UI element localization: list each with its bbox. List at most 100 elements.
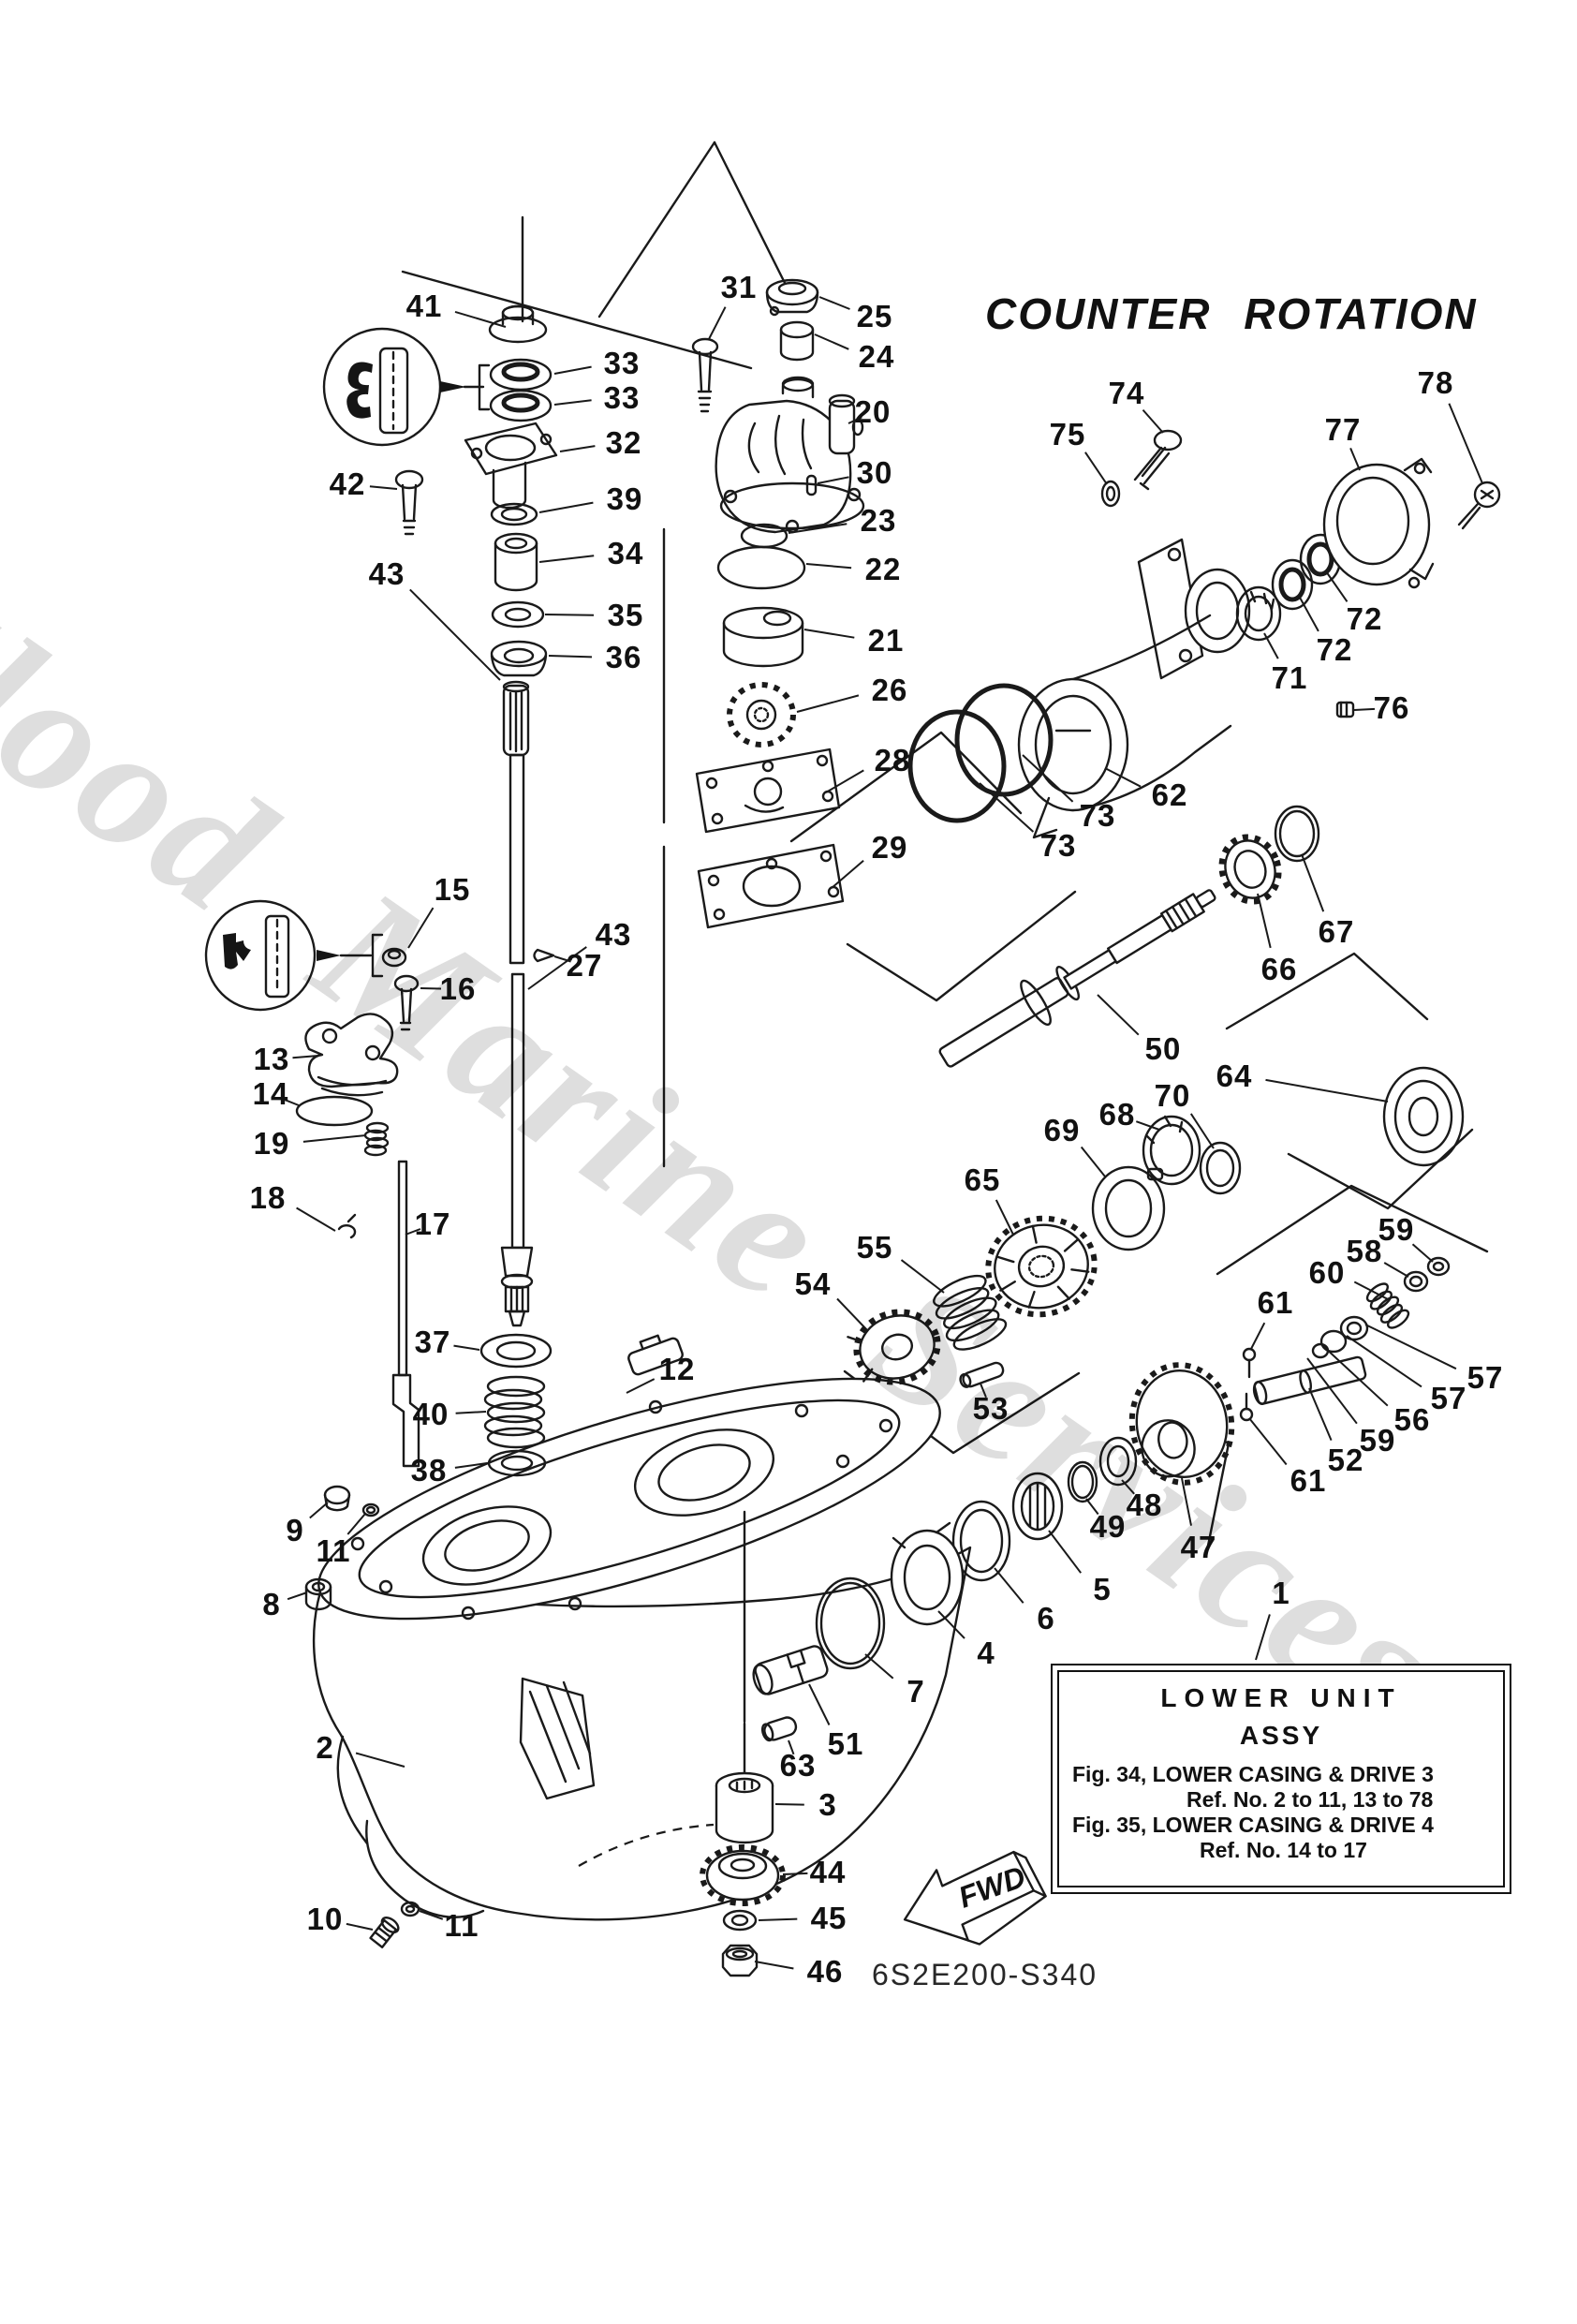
callout-65: 65 <box>964 1162 1001 1197</box>
leader-21 <box>803 629 855 639</box>
leader-45 <box>758 1917 798 1921</box>
leader-17 <box>405 1228 421 1236</box>
leader-75 <box>1084 451 1108 485</box>
callout-48: 48 <box>1126 1488 1163 1522</box>
callout-10: 10 <box>306 1902 344 1936</box>
leader-78 <box>1448 403 1483 484</box>
leader-63 <box>788 1739 795 1755</box>
leader-44 <box>782 1872 808 1875</box>
forward-gear-group <box>752 1362 1235 1742</box>
water-pump-assembly <box>691 278 865 929</box>
callout-27: 27 <box>566 948 603 983</box>
leader-11 <box>419 1910 444 1920</box>
callout-51: 51 <box>827 1726 864 1761</box>
callout-43: 43 <box>368 556 405 591</box>
callout-32: 32 <box>605 425 642 460</box>
callout-33: 33 <box>603 380 641 415</box>
callout-30: 30 <box>856 455 893 490</box>
callout-16: 16 <box>439 971 477 1006</box>
leader-31 <box>708 306 727 340</box>
leader-32 <box>559 445 596 452</box>
leader-59 <box>1411 1243 1434 1263</box>
callout-38: 38 <box>410 1453 448 1488</box>
leader-65 <box>995 1199 1014 1236</box>
leader-20 <box>847 416 862 424</box>
callout-56: 56 <box>1393 1402 1431 1437</box>
casing-hardware <box>304 1485 420 1949</box>
callout-11: 11 <box>444 1908 479 1943</box>
callout-39: 39 <box>606 481 643 516</box>
callout-14: 14 <box>252 1076 289 1111</box>
callout-50: 50 <box>1144 1031 1182 1066</box>
callout-64: 64 <box>1216 1058 1253 1093</box>
callout-11: 11 <box>316 1533 351 1568</box>
inset-detail-2 <box>204 899 407 1012</box>
leader-27 <box>553 955 571 963</box>
info-box-inner-border: LOWER UNIT ASSY Fig. 34, LOWER CASING & … <box>1057 1670 1505 1887</box>
lower-casing <box>312 1377 972 1921</box>
leader-61 <box>1250 1322 1266 1350</box>
callout-9: 9 <box>286 1513 304 1547</box>
callout-59: 59 <box>1378 1212 1415 1247</box>
callout-61: 61 <box>1257 1285 1294 1320</box>
callout-41: 41 <box>405 289 443 323</box>
leader-10 <box>346 1922 374 1931</box>
shift-cam-group <box>295 948 555 1468</box>
leader-33 <box>553 399 592 406</box>
leader-76 <box>1353 707 1376 711</box>
leader-25 <box>818 296 850 310</box>
callout-20: 20 <box>854 394 892 429</box>
leader-30 <box>817 476 849 484</box>
callout-73: 73 <box>1039 828 1077 863</box>
callout-21: 21 <box>867 623 905 658</box>
callout-4: 4 <box>977 1636 995 1670</box>
leader-34 <box>538 555 595 563</box>
leader-3 <box>774 1803 804 1806</box>
leader-8 <box>287 1591 308 1601</box>
callout-44: 44 <box>809 1855 847 1889</box>
leader-36 <box>548 655 593 659</box>
callout-40: 40 <box>412 1397 450 1431</box>
leader-26 <box>796 694 860 713</box>
callout-5: 5 <box>1093 1572 1112 1606</box>
propshaft-group <box>847 805 1465 1388</box>
callout-52: 52 <box>1327 1443 1364 1477</box>
callout-63: 63 <box>779 1748 817 1783</box>
callout-46: 46 <box>806 1954 844 1989</box>
callout-36: 36 <box>605 640 642 674</box>
leader-56 <box>1323 1346 1389 1407</box>
fwd-arrow: FWD <box>903 1850 1047 1946</box>
callout-70: 70 <box>1154 1078 1191 1113</box>
leader-28 <box>825 769 864 793</box>
leader-74 <box>1142 408 1164 434</box>
leader-46 <box>754 1961 794 1970</box>
leader-40 <box>455 1411 487 1414</box>
info-line-assy: ASSY <box>1239 1721 1323 1750</box>
leader-72 <box>1298 595 1319 632</box>
leader-43 <box>527 946 587 990</box>
leader-15 <box>407 907 435 949</box>
callout-53: 53 <box>972 1391 1010 1426</box>
leader-22 <box>805 563 852 570</box>
inset-detail-1 <box>322 327 491 447</box>
leader-68 <box>1135 1120 1160 1131</box>
callout-47: 47 <box>1180 1530 1217 1564</box>
callout-60: 60 <box>1308 1255 1346 1290</box>
info-line-fig34: Fig. 34, LOWER CASING & DRIVE 3 <box>1072 1762 1434 1786</box>
callout-69: 69 <box>1043 1113 1081 1147</box>
leader-48 <box>1121 1479 1135 1495</box>
leader-19 <box>302 1134 367 1143</box>
callout-77: 77 <box>1324 412 1362 447</box>
callout-78: 78 <box>1417 365 1454 400</box>
callout-55: 55 <box>856 1230 893 1265</box>
leader-23 <box>788 523 847 534</box>
callout-3: 3 <box>818 1787 837 1822</box>
leader-52 <box>1308 1387 1333 1441</box>
callout-71: 71 <box>1271 660 1308 695</box>
callout-37: 37 <box>414 1325 451 1359</box>
leader-11 <box>346 1513 366 1535</box>
callout-59: 59 <box>1359 1423 1396 1458</box>
leader-43 <box>409 588 501 681</box>
callout-61: 61 <box>1290 1463 1327 1498</box>
